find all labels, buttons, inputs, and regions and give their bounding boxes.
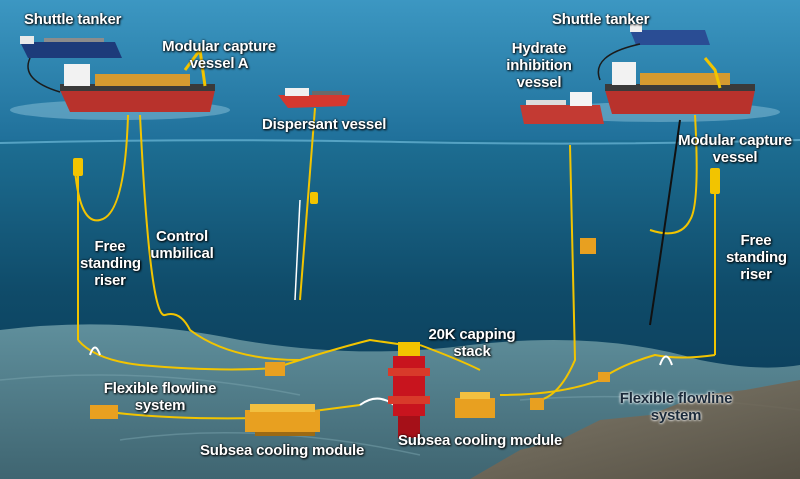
- label-line: inhibition: [506, 57, 572, 74]
- white-loop-right: [659, 355, 673, 366]
- riser-to-capture-right: [649, 114, 698, 235]
- label-line: Free: [740, 232, 772, 249]
- riser-right-loop: [539, 144, 577, 401]
- label-line: Flexible flowline: [619, 390, 733, 407]
- label-line: system: [650, 407, 702, 424]
- label-line: Control: [156, 228, 208, 245]
- label-line: system: [134, 397, 186, 414]
- shuttle-tanker-right: [630, 24, 710, 45]
- label-subsea-cooling-module-right: Subsea cooling module: [398, 432, 563, 449]
- control-umbilical-line: [139, 114, 301, 361]
- capping-stack: [388, 342, 430, 438]
- label-shuttle-tanker-left: Shuttle tanker: [24, 11, 122, 28]
- label-line: standing: [726, 249, 787, 266]
- label-flexible-flowline-right: Flexible flowline system: [612, 390, 740, 424]
- label-capping-stack: 20K capping stack: [424, 326, 520, 360]
- flowline-skid-far-right: [598, 372, 610, 382]
- rocky-outcrop: [470, 380, 800, 479]
- dispersant-vessel: [278, 88, 350, 108]
- modular-capture-vessel-right: [605, 57, 755, 114]
- label-subsea-cooling-module-left: Subsea cooling module: [200, 442, 365, 459]
- hydrate-inhibition-vessel: [520, 92, 604, 124]
- label-line: Free: [94, 238, 126, 255]
- label-line: standing: [80, 255, 141, 272]
- flowline-skid-right: [530, 398, 544, 410]
- label-line: stack: [453, 343, 491, 360]
- buoy-right: [710, 168, 720, 194]
- label-line: riser: [740, 266, 772, 283]
- label-line: Modular capture: [678, 132, 792, 149]
- label-shuttle-tanker-right: Shuttle tanker: [552, 11, 650, 28]
- subsea-cooling-module-left: [245, 404, 320, 436]
- label-modular-capture-vessel-right: Modular capture vessel: [676, 132, 794, 166]
- flowline-right: [499, 353, 716, 396]
- label-line: Flexible flowline: [103, 380, 217, 397]
- label-free-standing-riser-right: Free standing riser: [726, 232, 787, 283]
- label-line: Hydrate: [511, 40, 567, 57]
- hawser-line-left: [27, 57, 61, 93]
- modular-capture-vessel-a: [60, 46, 215, 112]
- flowline-terminal-left: [90, 405, 118, 419]
- hawser-line-right: [597, 43, 641, 81]
- label-line: Modular capture: [162, 38, 276, 55]
- label-line: 20K capping: [428, 326, 516, 343]
- label-line: vessel A: [189, 55, 249, 72]
- label-flexible-flowline-left: Flexible flowline system: [96, 380, 224, 414]
- label-dispersant-vessel: Dispersant vessel: [262, 116, 387, 133]
- white-umbilical: [294, 199, 301, 301]
- label-line: vessel: [712, 149, 758, 166]
- label-line: umbilical: [150, 245, 214, 262]
- dark-hose-right: [649, 119, 681, 326]
- label-line: vessel: [516, 74, 562, 91]
- dispersant-line: [299, 107, 316, 301]
- buoy-dispersant: [310, 192, 318, 204]
- manifold-right: [580, 238, 596, 254]
- jumper-to-stack: [419, 344, 481, 371]
- label-hydrate-inhibition-vessel: Hydrate inhibition vessel: [498, 40, 580, 91]
- shuttle-tanker-left: [20, 36, 122, 58]
- riser-left-loop: [74, 114, 129, 222]
- white-loop-left: [89, 346, 101, 356]
- label-control-umbilical: Control umbilical: [148, 228, 216, 262]
- label-line: riser: [94, 272, 126, 289]
- label-modular-capture-vessel-a: Modular capture vessel A: [160, 38, 278, 72]
- subsea-cooling-module-right: [455, 392, 495, 418]
- flowline-skid-mid: [265, 362, 285, 376]
- sea-surface: [0, 0, 800, 145]
- label-free-standing-riser-left: Free standing riser: [80, 238, 141, 289]
- flowline-left: [77, 338, 406, 371]
- buoy-left: [73, 158, 83, 176]
